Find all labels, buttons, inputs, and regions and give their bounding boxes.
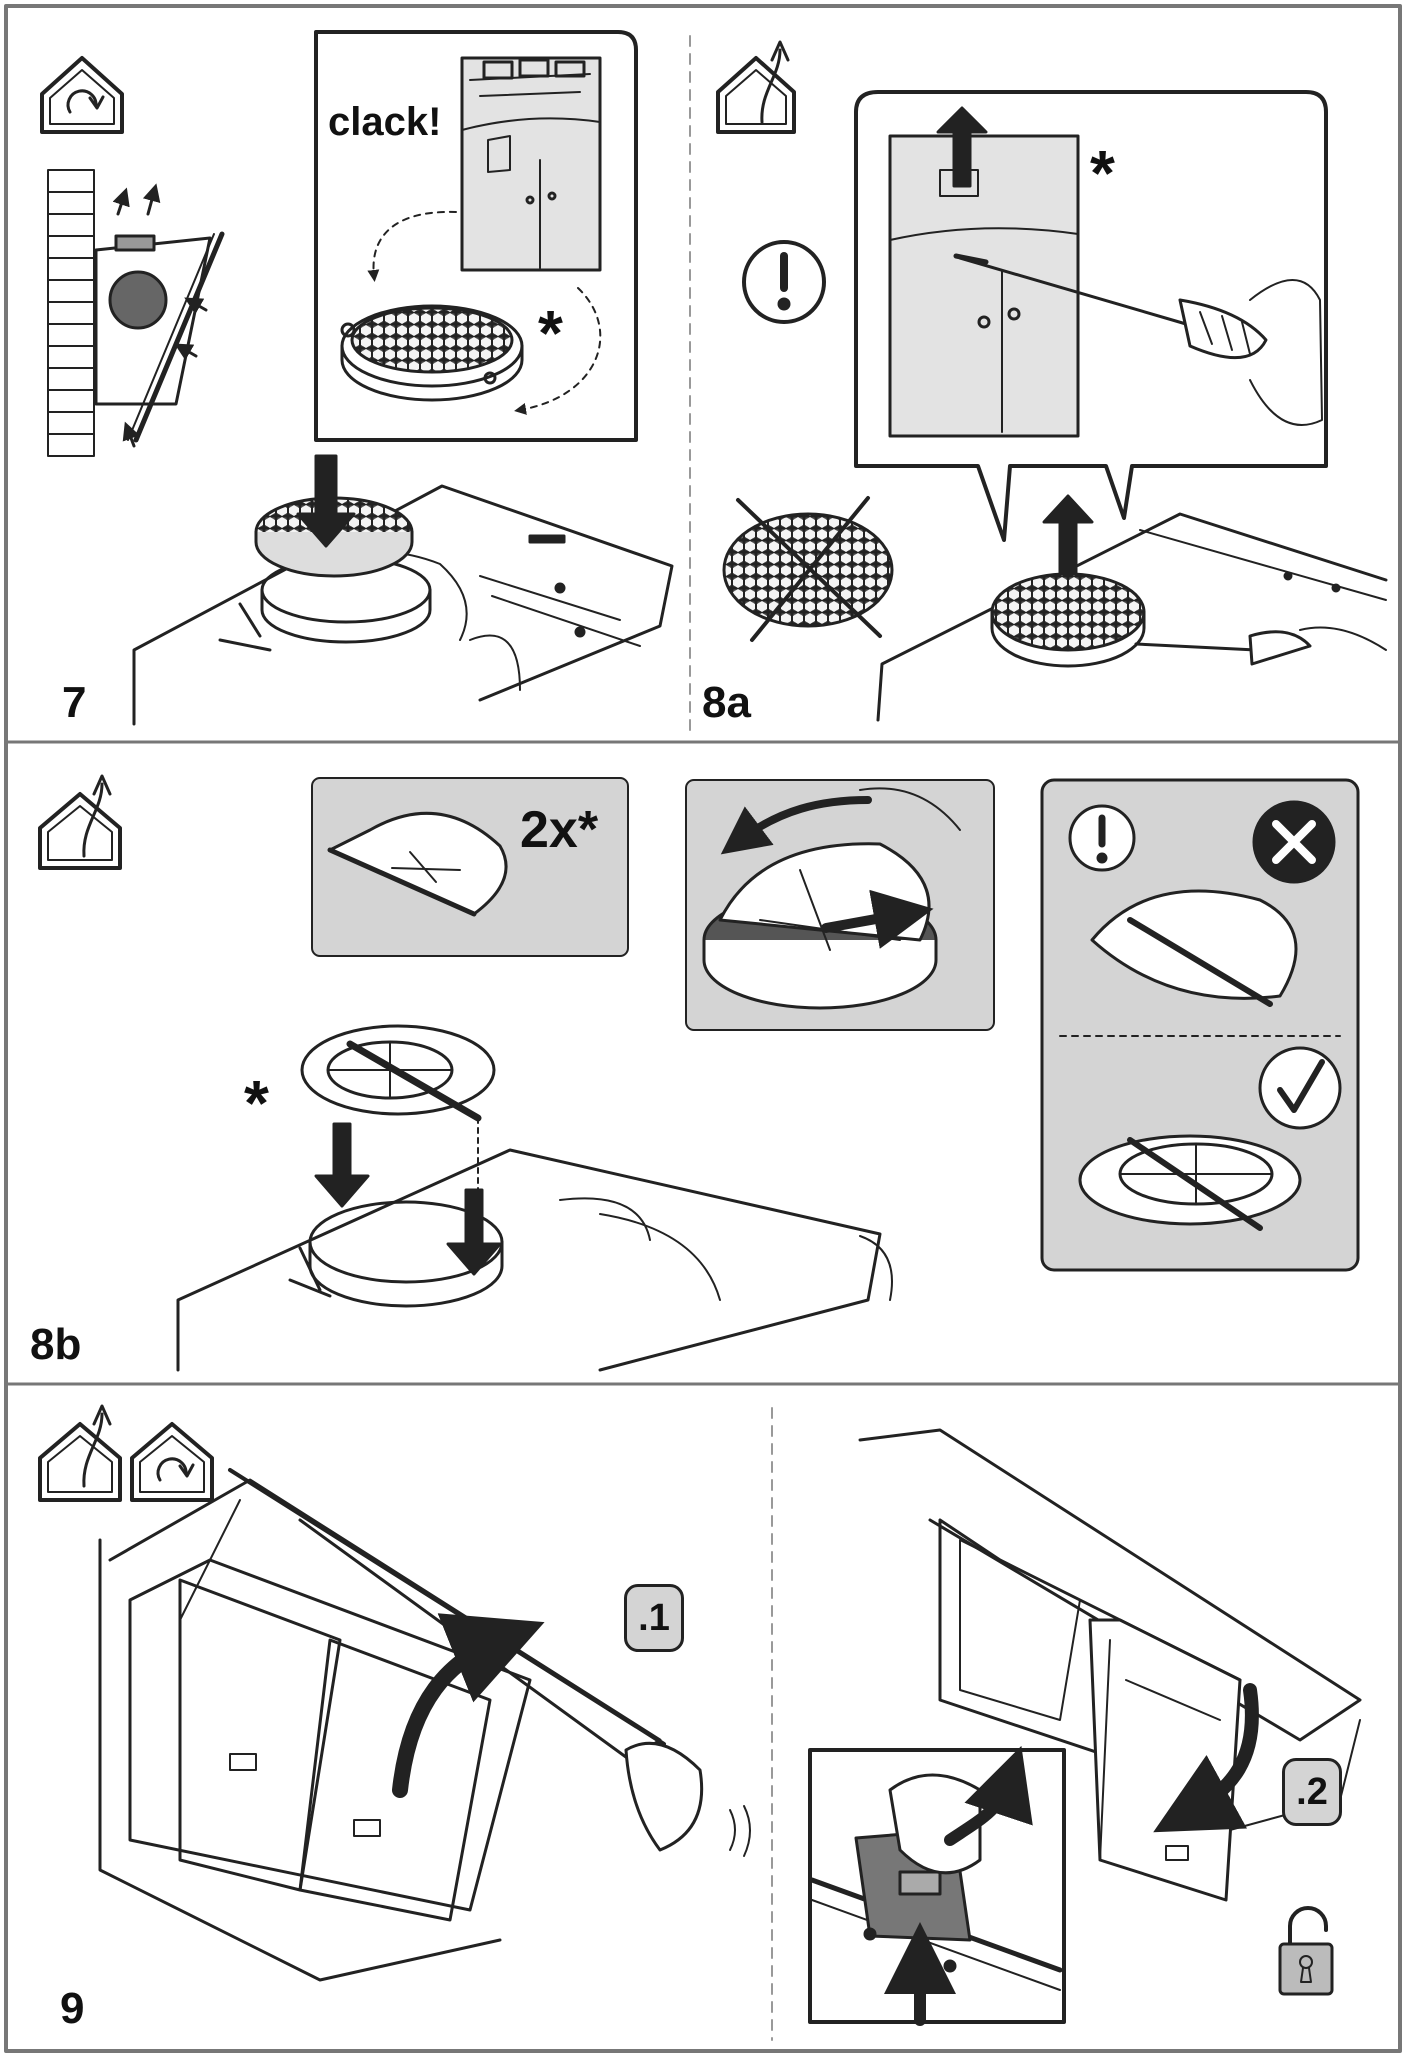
hood-release-filter-9-2 — [858, 1428, 1362, 1902]
extraction-house-icon-8a — [716, 40, 796, 134]
wrong-cross-icon — [1252, 800, 1336, 884]
warning-icon-8b — [1068, 804, 1136, 872]
screwdriver-inset-box — [854, 90, 1328, 542]
filter-slide-panel — [685, 779, 995, 1031]
crossed-filter — [722, 496, 894, 642]
sheet-border — [4, 4, 1402, 2053]
hood-filter-install-8b — [176, 1024, 893, 1372]
wall-section — [47, 169, 95, 457]
extraction-house-icon-9 — [38, 1404, 122, 1502]
recirculation-house-icon-9 — [130, 1422, 214, 1502]
hood-filter-remove-8a — [876, 494, 1388, 722]
hood-side-view — [94, 183, 225, 448]
sub-step-badge-1: .1 — [624, 1584, 684, 1652]
double-count-label: 2x* — [520, 801, 599, 859]
asterisk-7: * — [538, 297, 563, 369]
asterisk-8b: * — [244, 1067, 269, 1139]
hood-open-panel-9-1 — [98, 1468, 751, 1982]
extraction-house-icon-8b — [38, 774, 122, 870]
correct-check-icon — [1258, 1046, 1342, 1130]
step-number-8b: 8b — [30, 1320, 82, 1369]
step-number-9: 9 — [60, 1984, 85, 2033]
warning-icon-8a — [742, 240, 826, 324]
sub-step-badge-2: .2 — [1282, 1758, 1342, 1826]
step-number-7: 7 — [62, 678, 87, 727]
latch-inset-box — [808, 1745, 1066, 2026]
double-filter-panel — [311, 777, 629, 957]
clack-inset-box — [314, 30, 638, 442]
step-number-8a: 8a — [702, 678, 751, 727]
recirculation-house-icon — [40, 56, 124, 134]
asterisk-8a: * — [1090, 137, 1115, 209]
correct-vs-wrong-panel — [1040, 778, 1360, 1272]
carbon-filter-inset — [340, 304, 524, 402]
clip-closeup — [460, 56, 602, 272]
clack-label: clack! — [328, 100, 442, 144]
unlock-padlock-icon — [1278, 1906, 1334, 1996]
hood-filter-install-7 — [132, 454, 674, 726]
